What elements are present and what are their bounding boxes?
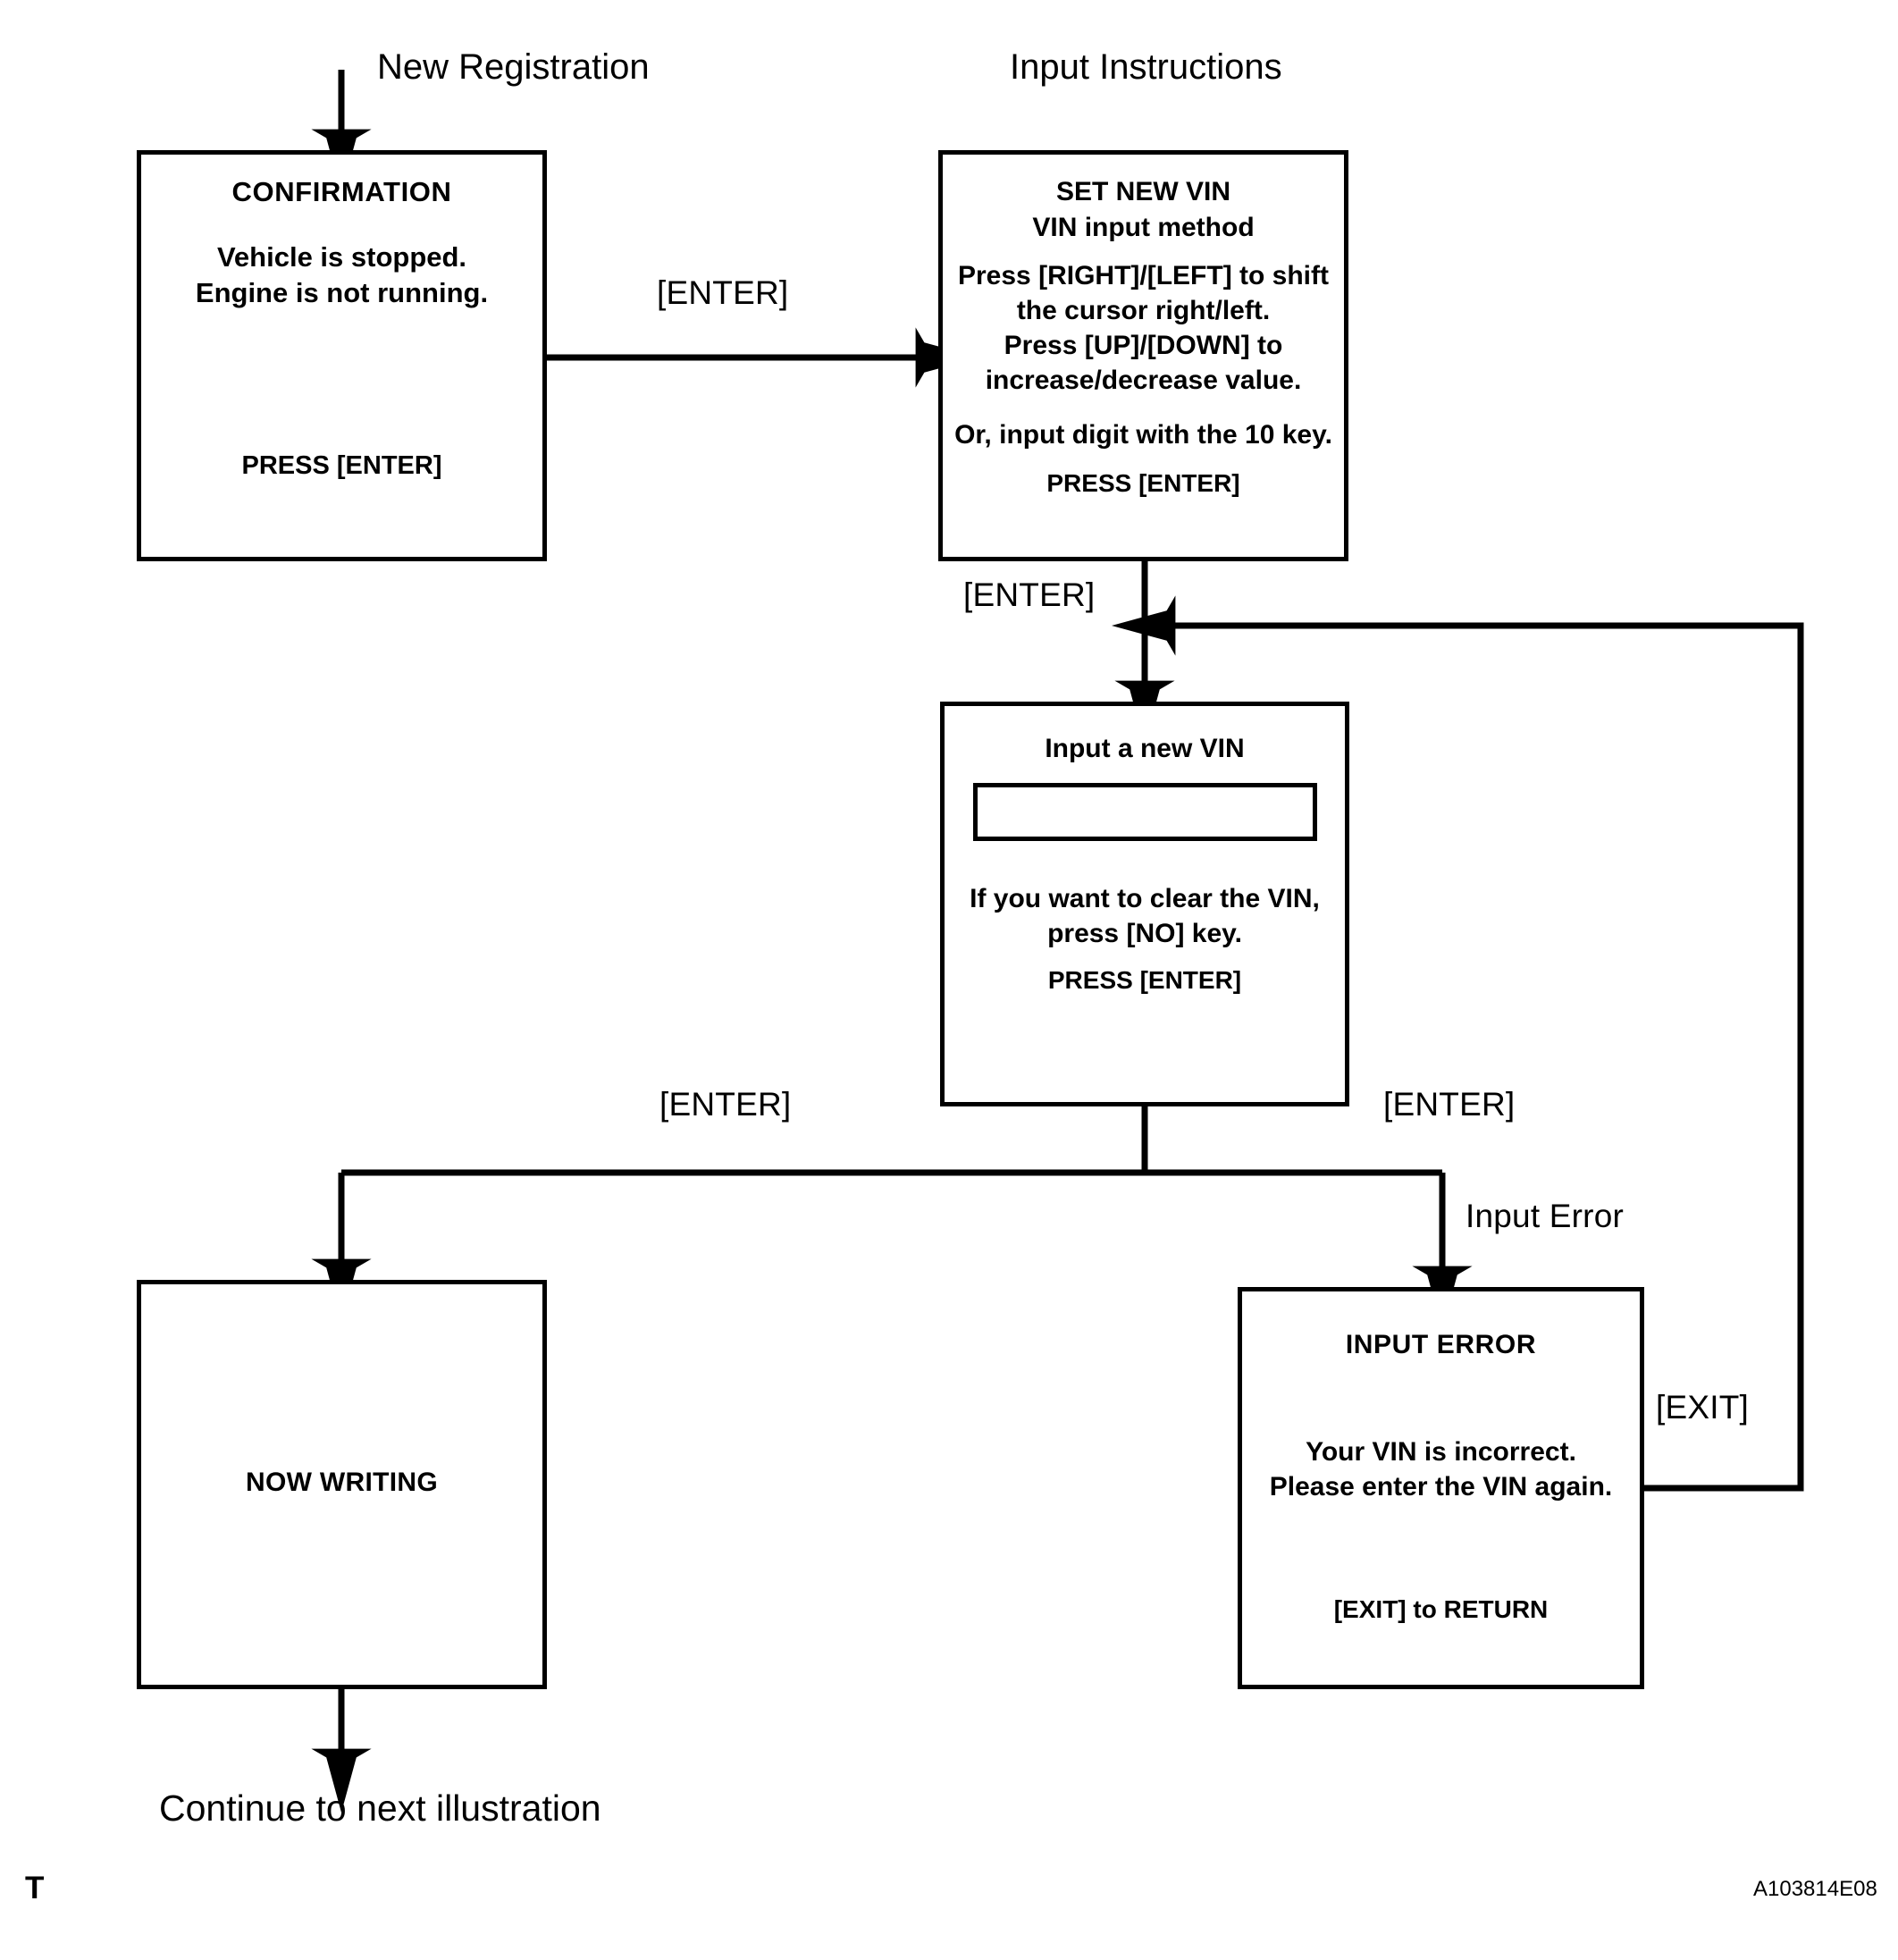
spacer xyxy=(950,398,1337,417)
figure-reference-code: A103814E08 xyxy=(1753,1877,1877,1901)
input-new-vin-hint-line-2: press [NO] key. xyxy=(1047,919,1242,948)
set-new-vin-title-line-1: SET NEW VIN xyxy=(1055,177,1230,206)
input-new-vin-hint: If you want to clear the VIN, press [NO]… xyxy=(945,881,1345,951)
set-new-vin-body: Press [RIGHT]/[LEFT] to shift the cursor… xyxy=(943,258,1344,452)
input-error-footer: [EXIT] to RETURN xyxy=(1333,1595,1549,1623)
input-new-vin-title: Input a new VIN xyxy=(1045,734,1245,763)
input-error-title: INPUT ERROR xyxy=(1345,1330,1537,1359)
screen-input-error: INPUT ERROR Your VIN is incorrect. Pleas… xyxy=(1238,1287,1644,1689)
edge-label-enter-confirmation-to-setvin: [ENTER] xyxy=(657,274,789,311)
confirmation-body-line-1: Vehicle is stopped. xyxy=(216,241,467,273)
edge-label-enter-setvin-to-inputvin: [ENTER] xyxy=(963,576,1096,613)
input-new-vin-footer: PRESS [ENTER] xyxy=(1047,966,1242,994)
edge-label-enter-to-input-error: [ENTER] xyxy=(1383,1086,1516,1123)
label-input-instructions: Input Instructions xyxy=(1010,47,1282,87)
confirmation-title: CONFIRMATION xyxy=(231,176,452,207)
screen-confirmation: CONFIRMATION Vehicle is stopped. Engine … xyxy=(137,150,547,561)
screen-input-new-vin: Input a new VIN If you want to clear the… xyxy=(940,702,1349,1106)
set-new-vin-title: SET NEW VIN VIN input method xyxy=(943,174,1344,246)
screen-set-new-vin: SET NEW VIN VIN input method Press [RIGH… xyxy=(938,150,1348,561)
page-marker-t: T xyxy=(25,1871,45,1905)
confirmation-body-line-2: Engine is not running. xyxy=(195,277,489,309)
edge-label-exit-return: [EXIT] xyxy=(1656,1389,1749,1426)
screen-now-writing: NOW WRITING xyxy=(137,1280,547,1689)
input-error-body-line-2: Please enter the VIN again. xyxy=(1269,1472,1613,1502)
set-new-vin-footer: PRESS [ENTER] xyxy=(1046,469,1240,497)
edge-exit-return xyxy=(1112,595,1804,1492)
vin-input-field[interactable] xyxy=(973,783,1317,841)
set-new-vin-body-line-3: Press [UP]/[DOWN] to xyxy=(1004,331,1283,360)
input-error-body-line-1: Your VIN is incorrect. xyxy=(1306,1437,1576,1467)
now-writing-label: NOW WRITING xyxy=(246,1468,438,1497)
confirmation-footer: PRESS [ENTER] xyxy=(241,451,442,480)
set-new-vin-body-line-5: Or, input digit with the 10 key. xyxy=(954,420,1332,450)
label-new-registration: New Registration xyxy=(377,47,650,87)
set-new-vin-body-line-4: increase/decrease value. xyxy=(985,366,1302,395)
input-new-vin-hint-line-1: If you want to clear the VIN, xyxy=(970,884,1320,913)
input-error-body: Your VIN is incorrect. Please enter the … xyxy=(1242,1434,1640,1504)
set-new-vin-body-line-2: the cursor right/left. xyxy=(1016,296,1271,325)
label-continue-next-illustration: Continue to next illustration xyxy=(159,1788,601,1829)
edge-label-enter-to-now-writing: [ENTER] xyxy=(659,1086,792,1123)
set-new-vin-title-line-2: VIN input method xyxy=(1032,212,1255,242)
confirmation-body: Vehicle is stopped. Engine is not runnin… xyxy=(141,240,542,312)
set-new-vin-body-line-1: Press [RIGHT]/[LEFT] to shift xyxy=(958,261,1329,290)
edge-label-input-error: Input Error xyxy=(1465,1198,1624,1234)
